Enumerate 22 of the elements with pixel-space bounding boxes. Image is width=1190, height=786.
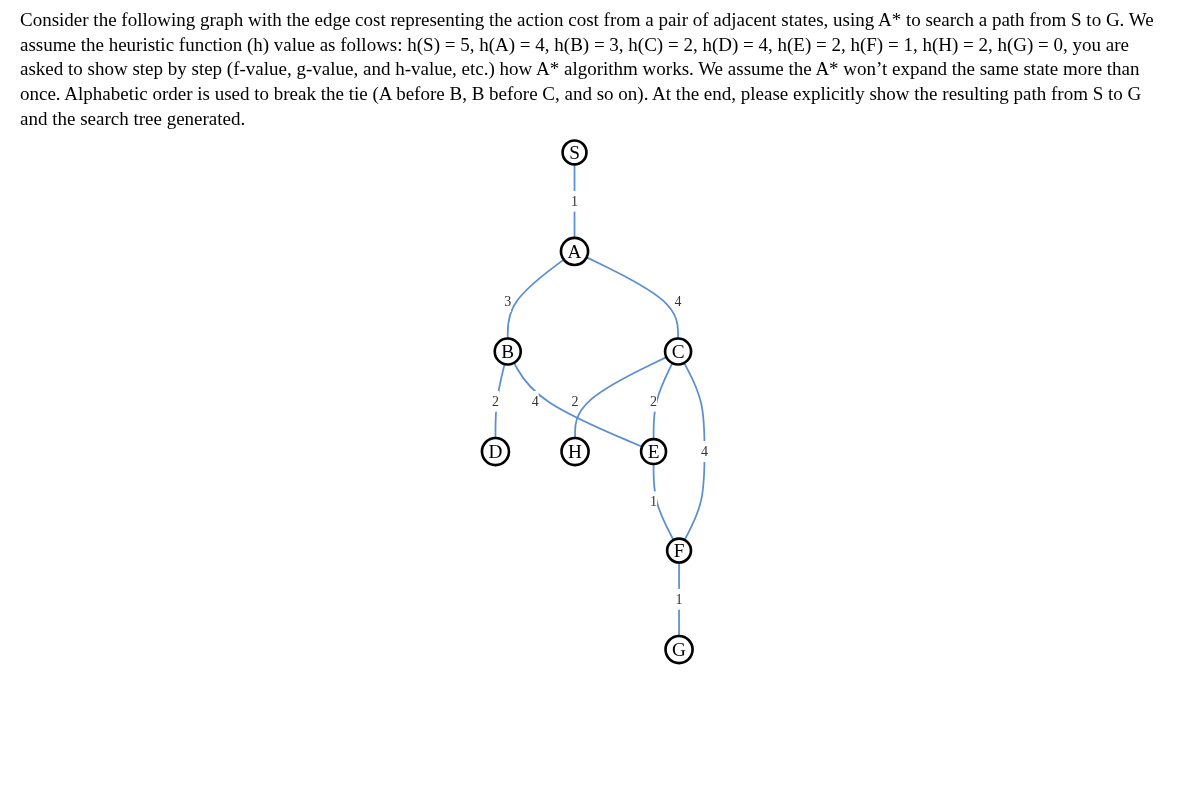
edge-label: 2 [491, 393, 499, 409]
connector [506, 259, 565, 340]
edge-label: 4 [701, 444, 709, 460]
node-circle: E [639, 438, 668, 466]
edge-label: 3 [504, 294, 512, 310]
node-circle: H [560, 437, 590, 467]
node-circle: A [559, 237, 590, 267]
node-circle: D [480, 437, 511, 467]
edge-label: 4 [674, 294, 682, 310]
edge-label: 2 [650, 393, 658, 409]
edge-label: 4 [531, 393, 539, 409]
node-circle: S [561, 139, 588, 167]
edge-label: 2 [571, 393, 579, 409]
node-circle: C [663, 337, 693, 367]
node-circle: B [493, 337, 523, 367]
edge-label: 1 [675, 591, 683, 607]
node-circle: G [664, 635, 694, 665]
edge-label: 1 [650, 494, 658, 510]
edge-label: 1 [571, 193, 579, 209]
node-circle: F [665, 537, 693, 565]
connector [513, 362, 643, 448]
question-text: Consider the following graph with the edge cost representing the action cost from a pair of adjacent states, using A* to search a path from S to G. We assume the heuristic function (h) value as follows: h(S) = 5, h(A) = 4, h(B) = 3, h(C) = 2, h(D) = 4, h(E) = 2, h(F) = 1, h(H) = 2, h(G) = 0, you are asked to show step by step (f-value, g-value, and h-value, etc.) how A* algorithm works. We assume the A* won’t expand the same state more than once. Alphabetic order is used to break the tie (A before B, B before C, and so on). At the end, please explicitly show the resulting path from S to G and the search tree generated. [20, 8, 1155, 131]
